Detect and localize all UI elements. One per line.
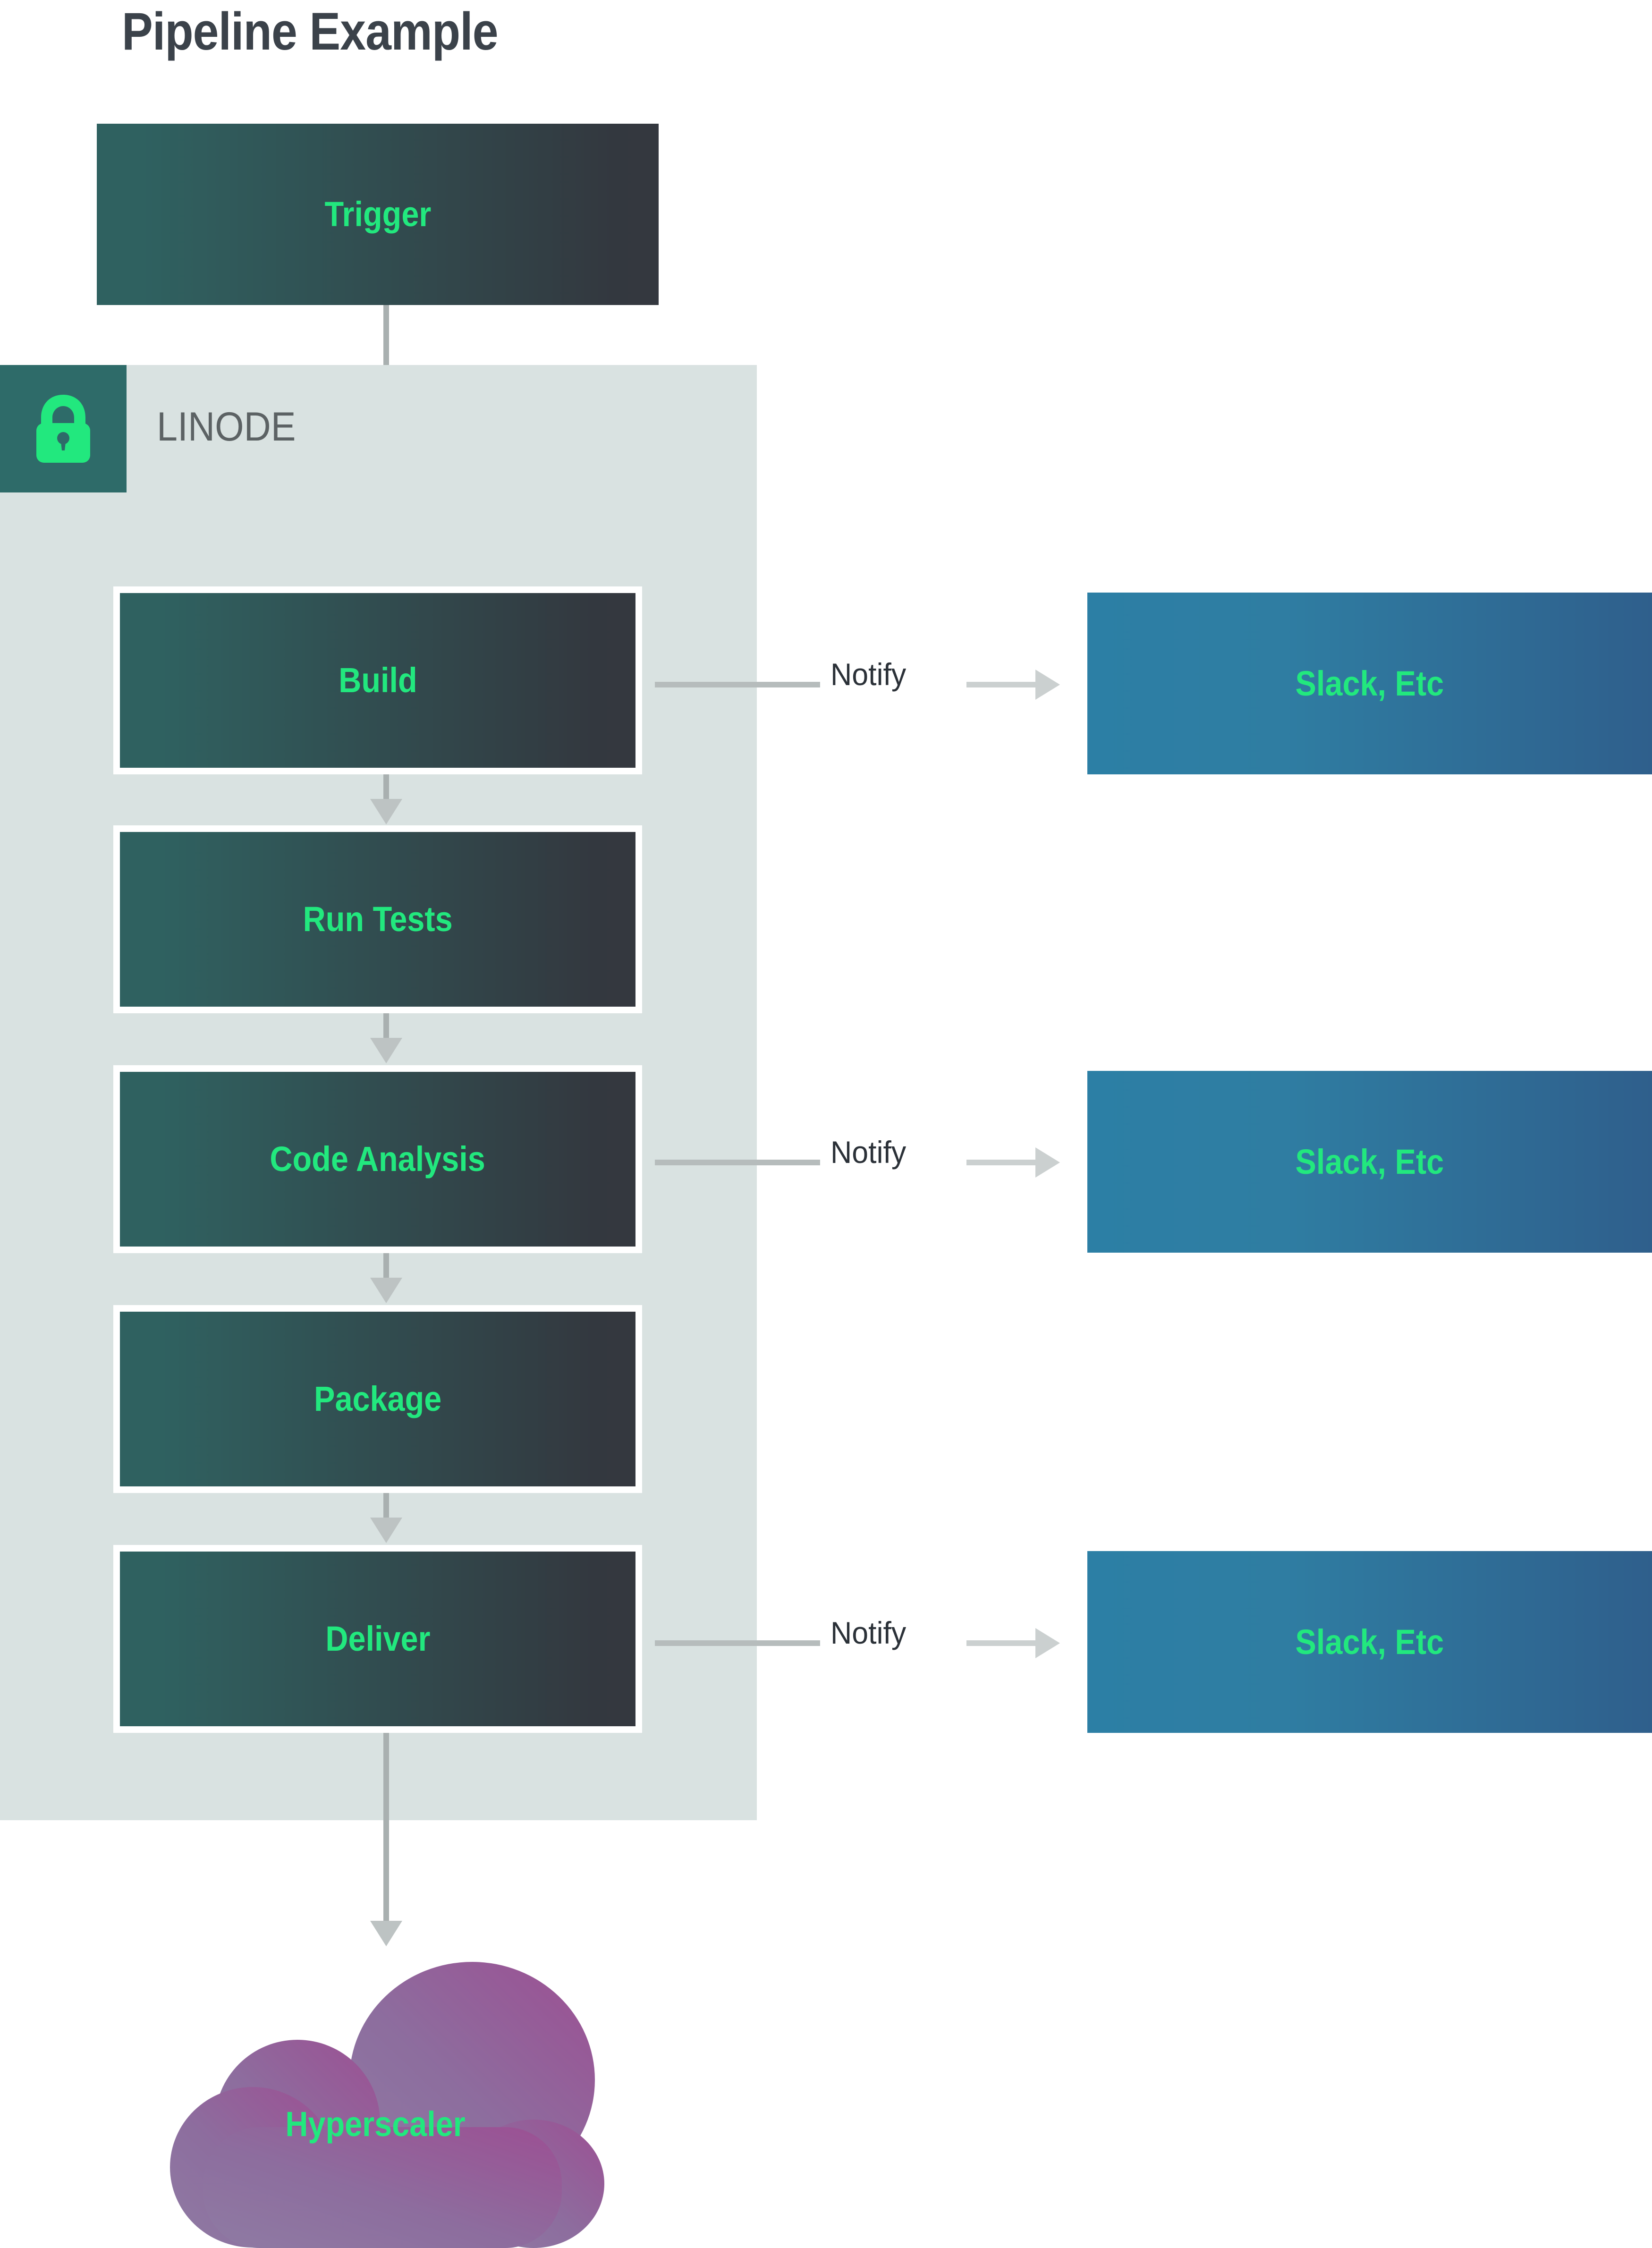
notify-label: Notify: [830, 657, 906, 692]
connector-deliver-to-cloud: [383, 1733, 389, 1926]
connector-package-to-deliver: [383, 1493, 389, 1521]
node-slack-code-analysis-label: Slack, Etc: [1295, 1142, 1444, 1181]
notify-label: Notify: [830, 1615, 906, 1650]
notify-line-left: [655, 1160, 820, 1165]
notify-line-right: [966, 1640, 1037, 1646]
node-deliver[interactable]: Deliver: [113, 1545, 642, 1733]
node-slack-build-label: Slack, Etc: [1295, 663, 1444, 703]
connector-build-to-run-tests: [383, 774, 389, 803]
arrowhead-package-to-deliver: [370, 1518, 402, 1543]
node-code-analysis[interactable]: Code Analysis: [113, 1065, 642, 1253]
node-run-tests-label: Run Tests: [303, 899, 453, 939]
page-title: Pipeline Example: [122, 2, 499, 61]
notify-connector-build: Notify: [655, 657, 1070, 708]
notify-arrowhead: [1035, 1628, 1060, 1658]
notify-line-right: [966, 1160, 1037, 1165]
arrowhead-code-analysis-to-package: [370, 1278, 402, 1303]
node-hyperscaler[interactable]: Hyperscaler: [146, 1938, 604, 2248]
node-trigger[interactable]: Trigger: [97, 124, 659, 305]
notify-line-right: [966, 682, 1037, 687]
node-package-label: Package: [313, 1379, 442, 1418]
notify-arrowhead: [1035, 670, 1060, 700]
notify-arrowhead: [1035, 1147, 1060, 1178]
notify-label: Notify: [830, 1135, 906, 1170]
notify-connector-code-analysis: Notify: [655, 1135, 1070, 1186]
connector-run-tests-to-code-analysis: [383, 1013, 389, 1042]
node-build[interactable]: Build: [113, 586, 642, 774]
arrowhead-deliver-to-cloud: [370, 1921, 402, 1946]
node-slack-deliver-label: Slack, Etc: [1295, 1622, 1444, 1662]
notify-line-left: [655, 682, 820, 687]
node-slack-build[interactable]: Slack, Etc: [1087, 593, 1652, 774]
node-build-label: Build: [338, 661, 417, 700]
notify-line-left: [655, 1640, 820, 1646]
node-run-tests[interactable]: Run Tests: [113, 825, 642, 1013]
arrowhead-build-to-run-tests: [370, 799, 402, 824]
group-badge-linode: [0, 365, 127, 492]
node-code-analysis-label: Code Analysis: [270, 1139, 486, 1179]
node-deliver-label: Deliver: [325, 1619, 431, 1658]
node-slack-deliver[interactable]: Slack, Etc: [1087, 1551, 1652, 1733]
node-slack-code-analysis[interactable]: Slack, Etc: [1087, 1071, 1652, 1253]
node-package[interactable]: Package: [113, 1305, 642, 1493]
arrowhead-run-tests-to-code-analysis: [370, 1038, 402, 1063]
connector-code-analysis-to-package: [383, 1253, 389, 1281]
notify-connector-deliver: Notify: [655, 1615, 1070, 1667]
group-label-linode: LINODE: [157, 404, 296, 450]
cloud-icon: [170, 1962, 604, 2248]
node-trigger-label: Trigger: [324, 195, 431, 234]
